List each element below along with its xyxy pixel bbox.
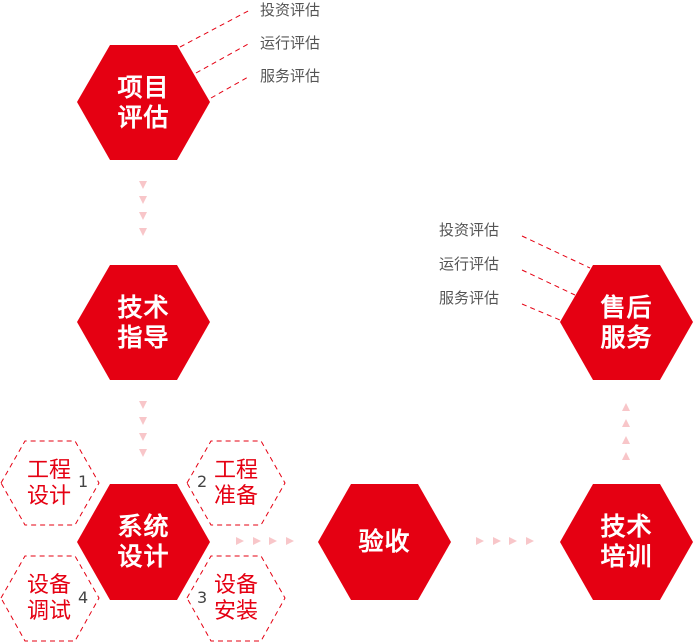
step-label: 培训 [600, 542, 653, 571]
substep-2: 工程准备 [201, 458, 271, 510]
project-note: 投资评估 [260, 1, 321, 19]
arrow-right-icon [526, 537, 534, 545]
substep-label: 设备 [26, 573, 71, 598]
step-label: 设计 [117, 542, 170, 571]
substep-3: 设备安装 [201, 573, 271, 625]
project-note: 服务评估 [260, 67, 321, 85]
arrow-down-icon [139, 181, 147, 189]
dashed-hex-1 [0, 440, 100, 526]
step-project-eval: 项目评估 [77, 73, 210, 133]
step-label: 售后 [600, 293, 653, 322]
step-label: 指导 [117, 323, 170, 352]
after-sales-note: 服务评估 [439, 289, 500, 307]
arrow-down-icon [139, 417, 147, 425]
hex-after-sales [560, 265, 693, 380]
step-label: 系统 [117, 512, 170, 541]
substep-1: 工程设计 [14, 458, 84, 510]
arrow-right-icon [253, 537, 261, 545]
step-tech-training: 技术培训 [560, 512, 693, 572]
connector-line [179, 9, 251, 48]
connector-line [521, 269, 576, 296]
arrow-right-icon [286, 537, 294, 545]
hex-project-eval [77, 45, 210, 160]
arrow-up-icon [622, 419, 630, 427]
arrow-up-icon [622, 403, 630, 411]
step-acceptance: 验收 [318, 527, 451, 557]
substep-label: 工程 [213, 458, 258, 483]
substep-number: 2 [197, 472, 208, 491]
connector-line [521, 303, 561, 321]
substep-label: 设计 [26, 484, 71, 509]
step-tech-guidance: 技术指导 [77, 293, 210, 353]
arrow-right-icon [476, 537, 484, 545]
arrow-down-icon [139, 433, 147, 441]
substep-label: 准备 [213, 484, 258, 509]
arrow-down-icon [139, 196, 147, 204]
after-sales-note: 运行评估 [439, 255, 500, 273]
arrow-down-icon [139, 212, 147, 220]
arrow-right-icon [269, 537, 277, 545]
connector-line [195, 42, 251, 74]
step-label: 技术 [600, 512, 653, 541]
substep-label: 工程 [26, 458, 71, 483]
arrow-up-icon [622, 452, 630, 460]
dashed-hex-2 [186, 440, 286, 526]
arrow-right-icon [493, 537, 501, 545]
substep-number: 4 [78, 588, 89, 607]
dashed-hex-3 [186, 555, 286, 642]
substep-label: 调试 [26, 599, 71, 624]
hex-tech-training [560, 484, 693, 600]
step-system-design: 系统设计 [77, 512, 210, 572]
step-label: 验收 [358, 527, 411, 556]
arrow-down-icon [139, 449, 147, 457]
hex-acceptance [318, 484, 451, 600]
step-label: 项目 [117, 73, 170, 102]
step-label: 技术 [117, 293, 170, 322]
connector-line [521, 235, 591, 269]
substep-label: 安装 [213, 599, 258, 624]
substep-number: 3 [197, 588, 208, 607]
after-sales-note: 投资评估 [439, 221, 500, 239]
project-note: 运行评估 [260, 34, 321, 52]
step-after-sales: 售后服务 [560, 293, 693, 353]
arrow-down-icon [139, 401, 147, 409]
arrow-right-icon [509, 537, 517, 545]
substep-label: 设备 [213, 573, 258, 598]
dashed-hex-4 [0, 555, 100, 642]
connector-line [210, 75, 251, 99]
substep-4: 设备调试 [14, 573, 84, 625]
step-label: 评估 [117, 103, 170, 132]
step-label: 服务 [600, 323, 653, 352]
substep-number: 1 [78, 472, 89, 491]
arrow-up-icon [622, 436, 630, 444]
arrow-down-icon [139, 228, 147, 236]
hex-tech-guidance [77, 265, 210, 380]
hex-system-design [77, 484, 210, 600]
arrow-right-icon [236, 537, 244, 545]
